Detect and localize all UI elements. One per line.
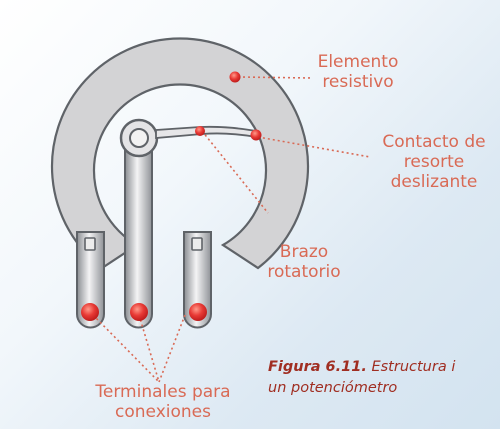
label-terminals-line1: Terminales para: [95, 382, 231, 402]
caption-figure-number: Figura 6.11.: [268, 359, 367, 375]
caption-line1: Figura 6.11. Estructura i: [268, 357, 500, 378]
label-sliding-contact: Contacto de resorte deslizante: [372, 132, 496, 192]
label-rotating-arm-line1: Brazo: [279, 242, 329, 262]
resistive-element-disk: [50, 37, 310, 270]
marker-resistive-element: [229, 71, 241, 83]
marker-contact: [250, 129, 262, 141]
label-resistive-element-line1: Elemento: [317, 52, 399, 72]
caption-text-line1: Estructura i: [366, 359, 456, 375]
marker-terminal-right: [189, 303, 207, 321]
terminal-left: [76, 231, 105, 329]
label-sliding-contact-line2: resorte: [403, 152, 465, 172]
label-rotating-arm: Brazo rotatorio: [256, 242, 352, 282]
caption-text-line2: un potenciómetro: [268, 380, 398, 396]
leader-lines: [92, 76, 371, 383]
red-markers: [81, 71, 262, 321]
label-resistive-element-line2: resistivo: [322, 72, 394, 92]
label-terminals: Terminales para conexiones: [88, 382, 238, 422]
marker-terminal-left: [81, 303, 99, 321]
figure-caption: Figura 6.11. Estructura i un potenciómet…: [268, 357, 500, 399]
label-sliding-contact-line1: Contacto de: [382, 132, 486, 152]
marker-arm: [195, 126, 205, 136]
terminal-right: [183, 231, 212, 329]
rotating-arm: [119, 118, 159, 329]
label-terminals-line2: conexiones: [115, 402, 211, 422]
label-sliding-contact-line3: deslizante: [390, 172, 478, 192]
label-rotating-arm-line2: rotatorio: [267, 262, 341, 282]
label-resistive-element: Elemento resistivo: [306, 52, 410, 92]
marker-terminal-middle: [130, 303, 148, 321]
